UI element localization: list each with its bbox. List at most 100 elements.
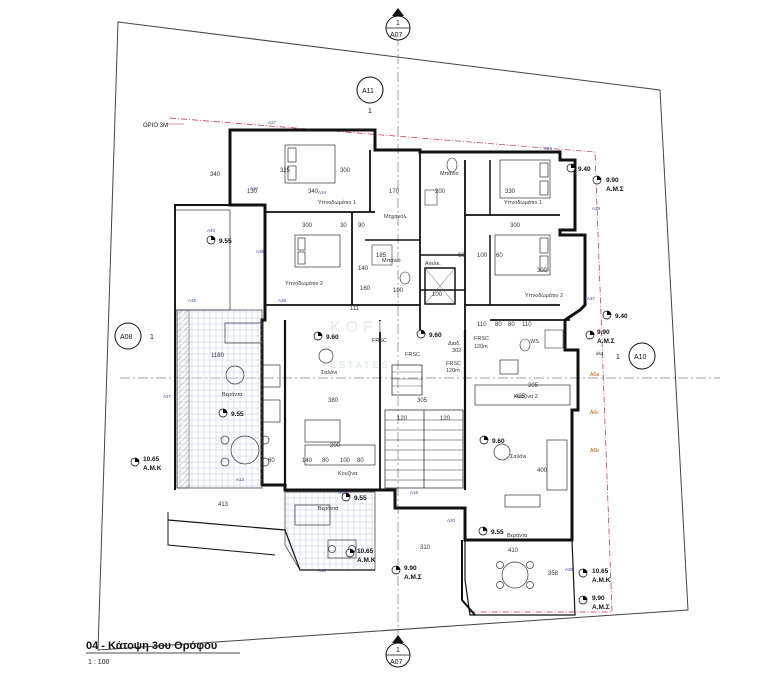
svg-text:Α.Μ.Κ: Α.Μ.Κ <box>143 465 162 472</box>
svg-text:100: 100 <box>393 288 404 294</box>
svg-text:110: 110 <box>522 322 532 328</box>
room-labels: Υπνοδωμάτιο 1 Υπνοδωμάτιο 2 Μπάνιο Σαλόν… <box>222 170 563 539</box>
bathroom-fixtures <box>371 157 564 352</box>
room-frsc-b: FRSC <box>474 336 489 342</box>
level-marker-l17: dsd <box>596 351 604 356</box>
svg-text:A17: A17 <box>163 394 172 399</box>
room-bed2-left: Υπνοδωμάτιο 2 <box>285 280 323 287</box>
svg-text:9.55: 9.55 <box>219 238 232 245</box>
room-veranda-right: Βεράντα <box>507 532 528 539</box>
svg-text:100: 100 <box>340 458 351 464</box>
svg-text:111: 111 <box>350 306 360 312</box>
svg-text:A34: A34 <box>318 190 327 195</box>
svg-text:A16: A16 <box>410 490 419 495</box>
svg-text:9.40: 9.40 <box>578 166 591 173</box>
svg-text:A10: A10 <box>318 568 327 573</box>
svg-text:300: 300 <box>340 168 351 174</box>
level-marker-l11: 9.90Α.Μ.Σ <box>585 329 615 345</box>
svg-text:80: 80 <box>322 458 329 464</box>
svg-text:140: 140 <box>302 458 313 464</box>
svg-text:310: 310 <box>420 545 431 551</box>
room-bath-left: Μπάνιο <box>382 257 401 264</box>
room-frsc-d: FRSC <box>405 352 420 358</box>
svg-text:A27: A27 <box>268 120 277 125</box>
room-veranda-bottom: Βεράντα <box>318 505 339 512</box>
room-kitchen-right: Κουζίνα 2 <box>514 394 538 400</box>
svg-text:300: 300 <box>537 268 548 274</box>
svg-text:425: 425 <box>515 394 526 400</box>
svg-text:380: 380 <box>328 398 339 404</box>
room-kitchen-left: Κουζίνα <box>338 471 358 477</box>
level-marker-l15: 9.90Α.Μ.Σ <box>391 565 422 581</box>
grid-marker-a08: A08 1 <box>114 322 154 350</box>
svg-text:Α.Μ.Σ: Α.Μ.Σ <box>597 338 615 345</box>
svg-text:120: 120 <box>397 416 408 422</box>
svg-text:410: 410 <box>508 548 519 554</box>
svg-text:200: 200 <box>435 189 446 195</box>
svg-text:9.55: 9.55 <box>491 529 504 536</box>
svg-text:A13: A13 <box>236 477 245 482</box>
svg-text:80: 80 <box>495 322 502 328</box>
svg-text:A39: A39 <box>565 567 574 572</box>
svg-text:10.65: 10.65 <box>143 456 160 463</box>
lift-shaft <box>424 267 456 305</box>
svg-text:305: 305 <box>528 383 539 389</box>
svg-text:1180: 1180 <box>211 353 225 359</box>
svg-text:1: 1 <box>150 334 154 341</box>
level-marker-l8: 9.40 <box>566 163 591 173</box>
svg-text:1: 1 <box>396 20 400 27</box>
room-frsc-a: FRSC <box>372 338 387 344</box>
svg-text:A40: A40 <box>207 228 216 233</box>
svg-text:120: 120 <box>440 416 451 422</box>
svg-text:Α.Μ.Σ: Α.Μ.Σ <box>592 604 610 611</box>
room-wt-b: 120m <box>474 344 488 350</box>
room-living-left: Σαλόνι <box>321 369 338 376</box>
svg-text:340: 340 <box>308 189 319 195</box>
grid-marker-a07-bottom: 1 A07 <box>385 635 411 668</box>
svg-text:A07: A07 <box>390 32 403 39</box>
svg-text:80: 80 <box>508 322 515 328</box>
svg-text:9.40: 9.40 <box>615 313 628 320</box>
svg-text:A14: A14 <box>338 490 347 495</box>
room-veranda-left: Βεράντα <box>222 391 243 398</box>
svg-text:9.90: 9.90 <box>592 595 605 602</box>
svg-text:9.60: 9.60 <box>326 334 339 341</box>
svg-text:10.65: 10.65 <box>357 548 374 555</box>
room-wt-a: 120m <box>446 368 460 374</box>
level-marker-l1: 9.55 <box>206 235 232 245</box>
grid-marker-a07-top: 1 A07 <box>385 8 411 41</box>
svg-text:60: 60 <box>496 253 503 259</box>
svg-text:325: 325 <box>280 168 291 174</box>
room-bed1-left: Υπνοδωμάτιο 1 <box>318 199 356 206</box>
level-marker-l10: 9.90Α.Μ.Σ <box>592 175 624 193</box>
site-boundary <box>97 21 689 651</box>
svg-text:60: 60 <box>458 253 465 259</box>
svg-text:9.55: 9.55 <box>354 495 367 502</box>
svg-text:A38: A38 <box>278 298 287 303</box>
setback-line <box>169 117 613 613</box>
svg-text:9.90: 9.90 <box>597 329 610 336</box>
svg-text:9.90: 9.90 <box>606 177 619 184</box>
watermark-bottom: ESTATES <box>330 360 391 370</box>
svg-text:413: 413 <box>218 502 229 508</box>
room-hall-area: 302 <box>452 348 461 354</box>
svg-text:Α.Μ.Κ: Α.Μ.Κ <box>592 577 611 584</box>
svg-text:90: 90 <box>358 223 365 229</box>
watermark-top: KOFI <box>330 319 387 336</box>
drawing-scale: 1 : 100 <box>88 659 110 666</box>
drawing-title: 04 - Κάτοψη 3ου Ορόφου <box>86 640 217 652</box>
level-marker-l7: 9.55 <box>478 526 504 536</box>
level-marker-l6: 9.55 <box>341 492 367 502</box>
svg-text:80: 80 <box>357 458 364 464</box>
room-lift: Ανελκ. <box>425 261 441 267</box>
svg-text:110: 110 <box>477 322 487 328</box>
veranda-left-floor <box>176 309 263 489</box>
room-hall: Διαδ. <box>448 341 461 347</box>
svg-text:1: 1 <box>368 108 372 115</box>
furniture-living <box>220 322 571 589</box>
svg-text:1: 1 <box>396 647 400 654</box>
svg-text:Α.Μ.Σ: Α.Μ.Σ <box>606 186 624 193</box>
svg-text:A25: A25 <box>544 146 553 151</box>
room-bath-right: Μπάνιο <box>440 170 459 177</box>
svg-text:305: 305 <box>417 398 428 404</box>
